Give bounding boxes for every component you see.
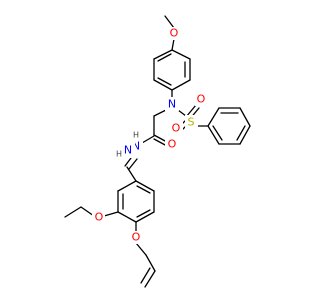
- bond: [212, 125, 223, 141]
- bond: [145, 254, 156, 272]
- bond: [153, 134, 168, 143]
- amide-nitrogen-label: N: [132, 140, 140, 153]
- chemical-structure-diagram: O N S O O O H N H N: [64, 15, 251, 288]
- bond: [153, 109, 167, 117]
- bond: [80, 206, 95, 217]
- bond: [171, 49, 191, 60]
- ethoxy-oxygen-label: O: [95, 211, 104, 224]
- sulfur-label: S: [188, 116, 195, 129]
- amide-hydrogen-label: H: [133, 131, 139, 140]
- sulfonyl-oxygen-label: O: [172, 122, 181, 135]
- bond: [153, 138, 168, 147]
- carbonyl-oxygen-label: O: [168, 138, 177, 151]
- bond: [135, 242, 147, 256]
- bond: [140, 267, 151, 284]
- sulfonyl-oxygen-label: O: [197, 93, 206, 106]
- bond: [153, 49, 173, 60]
- bond: [164, 15, 175, 29]
- bond: [141, 135, 155, 144]
- bond: [135, 211, 155, 223]
- atom-o-methoxy: O: [167, 27, 180, 40]
- bond: [157, 77, 172, 86]
- atom-o-sulfonyl-right: O: [195, 93, 208, 106]
- bond: [207, 125, 220, 145]
- bond: [64, 206, 82, 218]
- imine-nitrogen-label: N: [124, 144, 132, 157]
- atom-o-ethoxy: O: [92, 211, 105, 224]
- allyloxy-oxygen-label: O: [132, 231, 141, 244]
- bonds: [64, 15, 251, 288]
- bond: [157, 53, 172, 62]
- bond: [171, 79, 191, 91]
- bond: [136, 209, 151, 218]
- bond: [124, 157, 132, 167]
- atom-n-imine: H N: [110, 140, 135, 159]
- atom-labels: O N S O O O H N H N: [92, 27, 208, 244]
- bond: [153, 79, 173, 91]
- atom-o-sulfonyl-left: O: [170, 122, 183, 135]
- bond: [135, 180, 155, 192]
- atom-o-carbonyl: O: [165, 137, 178, 151]
- bond: [171, 38, 175, 51]
- bond: [117, 180, 137, 192]
- imine-hydrogen-label: H: [116, 150, 122, 159]
- bond: [177, 109, 187, 117]
- bond: [236, 125, 246, 141]
- bond: [103, 211, 119, 217]
- atom-o-allyloxy: O: [129, 231, 142, 244]
- bond: [136, 185, 151, 194]
- bond: [126, 166, 137, 182]
- bond: [239, 125, 251, 145]
- atom-s-sulfonyl: S: [185, 115, 198, 129]
- bond: [117, 211, 137, 223]
- methoxy-oxygen-label: O: [170, 27, 179, 40]
- bond: [239, 107, 251, 127]
- bond: [144, 270, 156, 288]
- bond: [207, 107, 220, 127]
- sulfonamide-nitrogen-label: N: [168, 98, 176, 111]
- bond: [128, 158, 138, 170]
- atom-n-sulfonamide: N: [165, 97, 179, 111]
